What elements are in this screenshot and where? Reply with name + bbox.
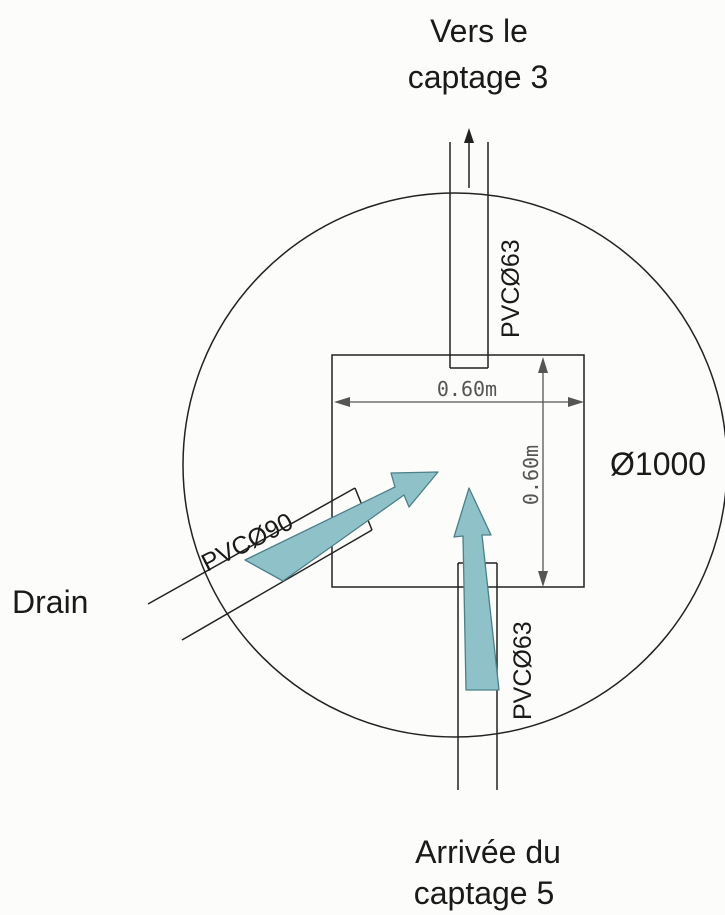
inlet-label-line2: captage 5 [414,875,555,911]
outlet-label-line1: Vers le [430,13,528,49]
chamber-diameter-label: Ø1000 [610,446,706,482]
outlet-pipe [449,142,489,369]
width-dimension-label: 0.60m [437,377,497,401]
inlet-pipe-label: PVCØ63 [509,621,537,720]
inlet-label-line1: Arrivée du [415,834,561,870]
height-dimension-label: 0.60m [519,445,543,505]
drain-flow-arrow-icon [244,471,439,582]
outlet-label-line2: captage 3 [408,59,549,95]
drain-label: Drain [12,584,88,620]
width-dimension [334,397,584,407]
outlet-pipe-label: PVCØ63 [497,239,525,338]
inlet-flow-arrow-icon [453,487,500,691]
height-dimension [538,357,548,587]
outlet-arrow-icon [464,128,474,188]
chamber-outline [182,192,725,738]
